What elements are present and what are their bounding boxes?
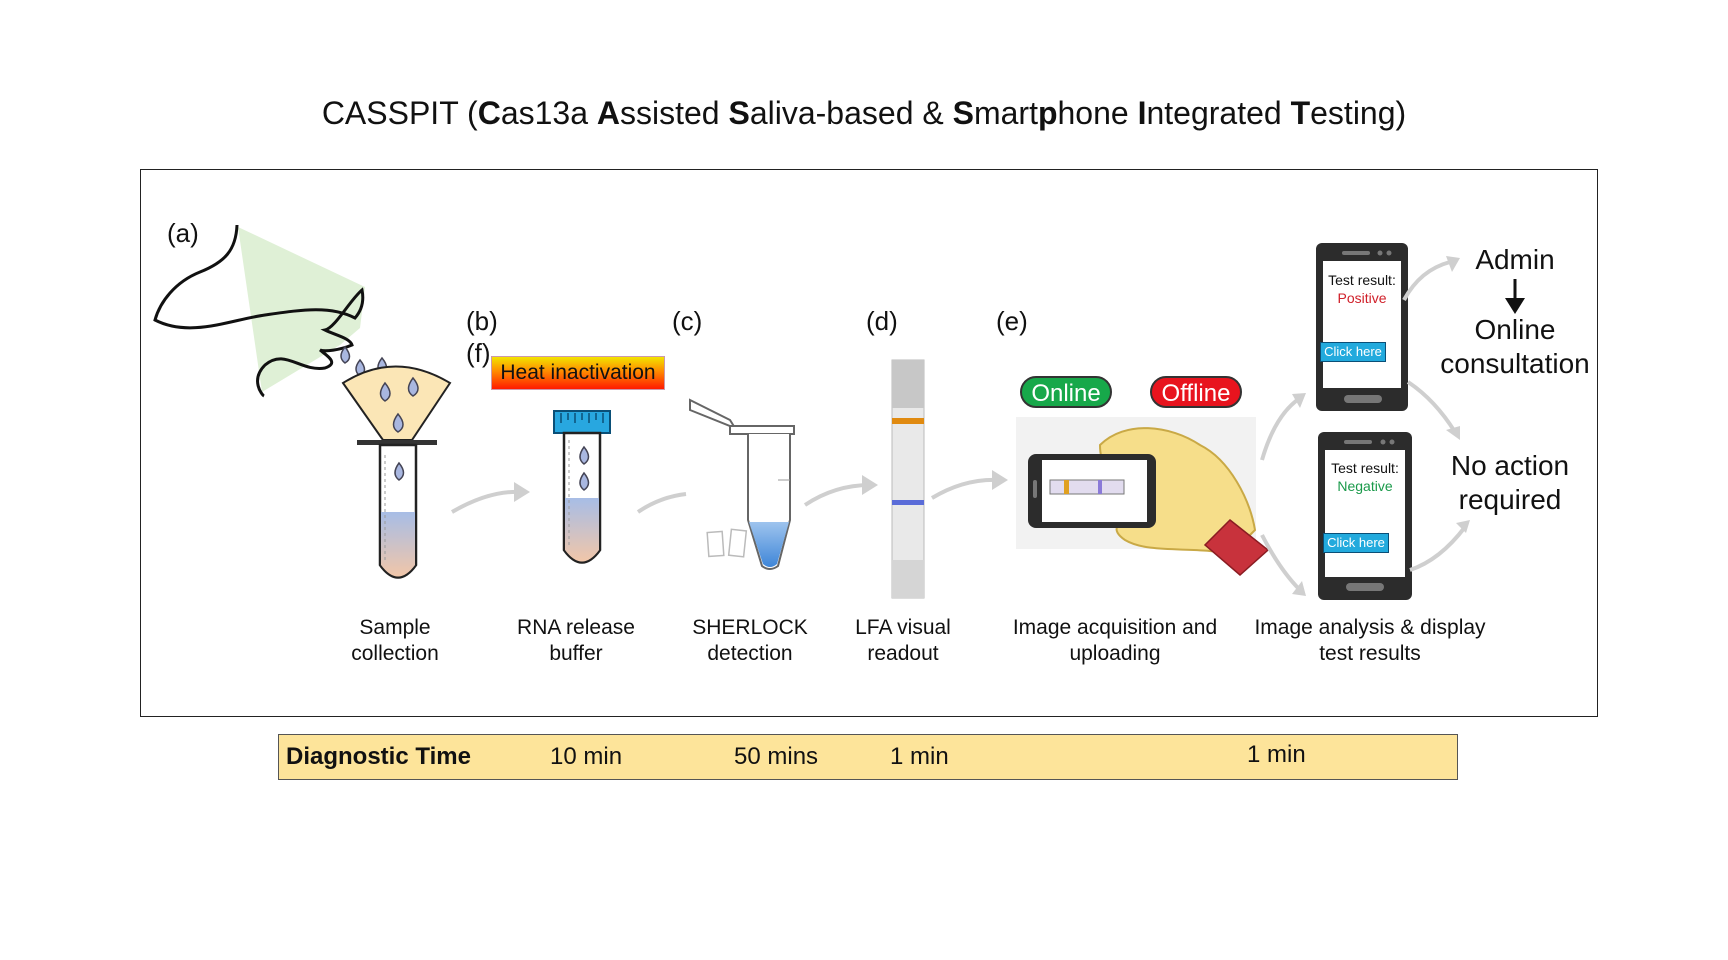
- time-image-analysis: 1 min: [1247, 741, 1306, 768]
- caption-line: uploading: [1069, 642, 1161, 665]
- caption-line: collection: [351, 642, 439, 665]
- workflow-panel: [140, 169, 1598, 717]
- caption-sherlock: SHERLOCK detection: [660, 615, 840, 667]
- caption-line: readout: [867, 642, 939, 665]
- caption-rna-release: RNA release buffer: [486, 615, 666, 667]
- heat-inactivation-banner: Heat inactivation: [491, 356, 665, 390]
- no-action-line1: No action: [1450, 450, 1570, 481]
- step-c-label: (c): [672, 306, 703, 336]
- saliva-spit-illustration: [153, 224, 388, 398]
- page-title: CASSPIT (Cas13a Assisted Saliva-based & …: [321, 95, 1407, 131]
- phone-positive-label: Test result:: [1328, 272, 1396, 288]
- time-rna-release: 10 min: [550, 743, 623, 770]
- caption-sample-collection: Sample collection: [305, 615, 485, 667]
- caption-line: LFA visual: [855, 616, 951, 639]
- caption-image-analysis: Image analysis & display test results: [1245, 615, 1495, 667]
- caption-line: Sample: [359, 616, 431, 639]
- caption-line: Image analysis & display: [1254, 616, 1486, 639]
- caption-line: detection: [707, 642, 793, 665]
- phone-positive: [1316, 243, 1408, 411]
- online-badge: Online: [1020, 376, 1112, 408]
- diagnostic-time-label: Diagnostic Time: [286, 743, 471, 770]
- collection-funnel-tube: [341, 365, 452, 579]
- diagnostic-time-bar: Diagnostic Time 10 min 50 mins 1 min 1 m…: [278, 734, 1458, 780]
- admin-label: Admin: [1475, 244, 1555, 275]
- phone-negative-label: Test result:: [1331, 460, 1399, 476]
- caption-line: buffer: [549, 642, 603, 665]
- offline-badge: Offline: [1150, 376, 1242, 408]
- phone-positive-click-button[interactable]: Click here: [1320, 342, 1386, 362]
- step-d-label: (d): [866, 306, 898, 336]
- rna-buffer-tube: [553, 410, 611, 564]
- step-f-label: (f): [466, 338, 491, 368]
- flow-arrowheads: [514, 256, 1470, 596]
- caption-line: RNA release: [517, 616, 635, 639]
- smartphone-capture: [1016, 417, 1270, 576]
- time-lfa: 1 min: [890, 743, 949, 770]
- caption-line: SHERLOCK: [692, 616, 808, 639]
- phone-negative: [1318, 432, 1412, 600]
- caption-lfa: LFA visual readout: [813, 615, 993, 667]
- admin-down-arrow: [1505, 279, 1525, 314]
- caption-image-acquisition: Image acquisition and uploading: [1000, 615, 1230, 667]
- sherlock-tube: [689, 398, 795, 570]
- online-consultation-line2: consultation: [1440, 348, 1590, 379]
- caption-line: test results: [1319, 642, 1421, 665]
- step-a-label: (a): [167, 218, 199, 248]
- online-consultation-line1: Online: [1474, 314, 1556, 345]
- lfa-strip: [891, 359, 925, 599]
- no-action-line2: required: [1458, 484, 1562, 515]
- phone-positive-result: Positive: [1337, 290, 1387, 306]
- step-b-label: (b): [466, 306, 498, 336]
- phone-negative-click-button[interactable]: Click here: [1323, 533, 1389, 553]
- time-sherlock: 50 mins: [734, 743, 819, 770]
- step-e-label: (e): [996, 306, 1028, 336]
- phone-negative-result: Negative: [1337, 478, 1393, 494]
- caption-line: Image acquisition and: [1012, 616, 1218, 639]
